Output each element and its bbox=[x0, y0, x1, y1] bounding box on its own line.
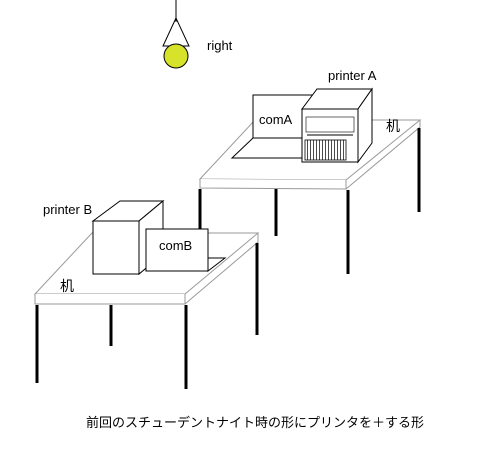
laptop-comb bbox=[145, 228, 227, 273]
light-bulb-icon bbox=[163, 43, 189, 69]
desk-right-label: 机 bbox=[386, 119, 400, 135]
printer-a bbox=[301, 87, 373, 164]
printer-a-label: printer A bbox=[328, 68, 377, 83]
desk-left-front-edge bbox=[34, 294, 186, 305]
caption: 前回のスチューデントナイト時の形にプリンタを＋する形 bbox=[86, 415, 424, 431]
desk-left-side-edge bbox=[184, 233, 259, 305]
laptop-coma-label: comA bbox=[259, 112, 293, 127]
laptop-comb-keyboard bbox=[207, 257, 227, 273]
desk-right-side-edge bbox=[345, 120, 421, 190]
desk-right-front-edge bbox=[199, 179, 347, 190]
printer-b-label: printer B bbox=[43, 202, 92, 217]
laptop-comb-label: comB bbox=[159, 238, 192, 253]
printer-a-tray bbox=[304, 139, 347, 161]
light-label: right bbox=[207, 38, 233, 53]
desk-left-label: 机 bbox=[60, 279, 74, 295]
printer-a-panel bbox=[305, 116, 355, 133]
printer-b-front bbox=[92, 220, 140, 275]
laptop-comb-screen bbox=[145, 228, 209, 272]
printer-a-side bbox=[357, 87, 373, 164]
hanging-light bbox=[162, 0, 190, 69]
lamp-shade bbox=[162, 16, 190, 47]
